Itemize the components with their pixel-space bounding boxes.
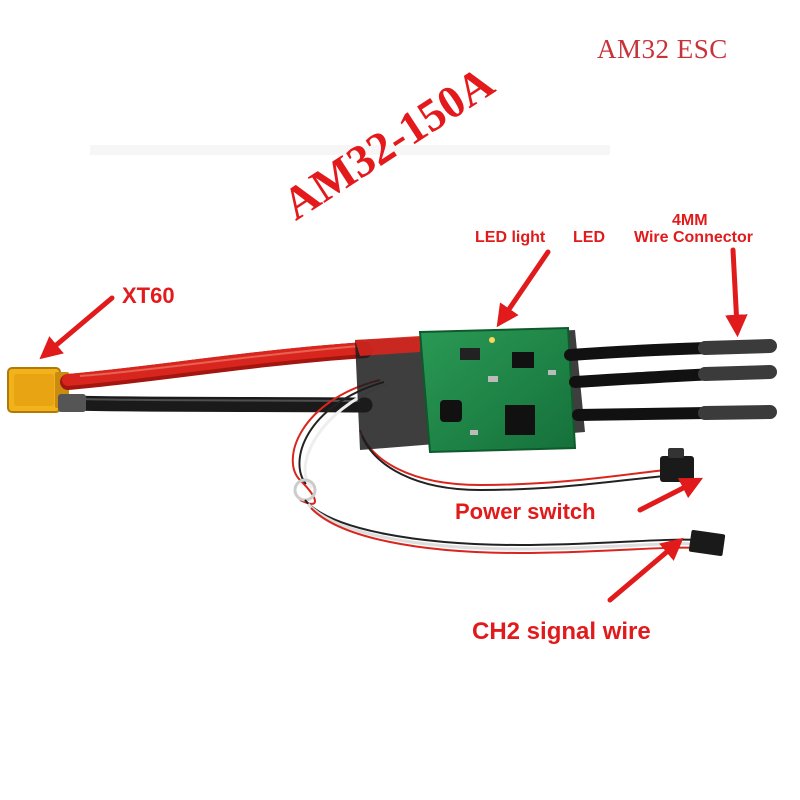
arrow-ch2: [607, 537, 684, 603]
ch2-servo-plug: [688, 529, 726, 557]
battery-wires: [58, 342, 373, 413]
signal-wires: [291, 379, 701, 555]
power-switch-label: Power switch: [455, 499, 596, 524]
arrow-power-switch: [637, 477, 704, 513]
wire-connector-label: Wire Connector: [634, 229, 753, 246]
annotation-arrows: [39, 247, 748, 603]
arrow-led: [496, 249, 551, 328]
arrow-connector: [725, 247, 748, 338]
xt60-label: XT60: [122, 283, 175, 308]
esc-body: [355, 326, 585, 454]
wire-size-label: 4MM: [672, 212, 708, 229]
led-label: LED: [573, 229, 605, 246]
faded-background-text: [90, 145, 610, 155]
motor-wires: [564, 339, 777, 421]
brand-title: AM32 ESC: [597, 34, 728, 64]
arrow-xt60: [39, 295, 115, 360]
power-switch: [660, 448, 694, 482]
led-light-label: LED light: [475, 229, 546, 246]
ch2-signal-label: CH2 signal wire: [472, 618, 651, 645]
xt60-connector: [7, 367, 69, 413]
